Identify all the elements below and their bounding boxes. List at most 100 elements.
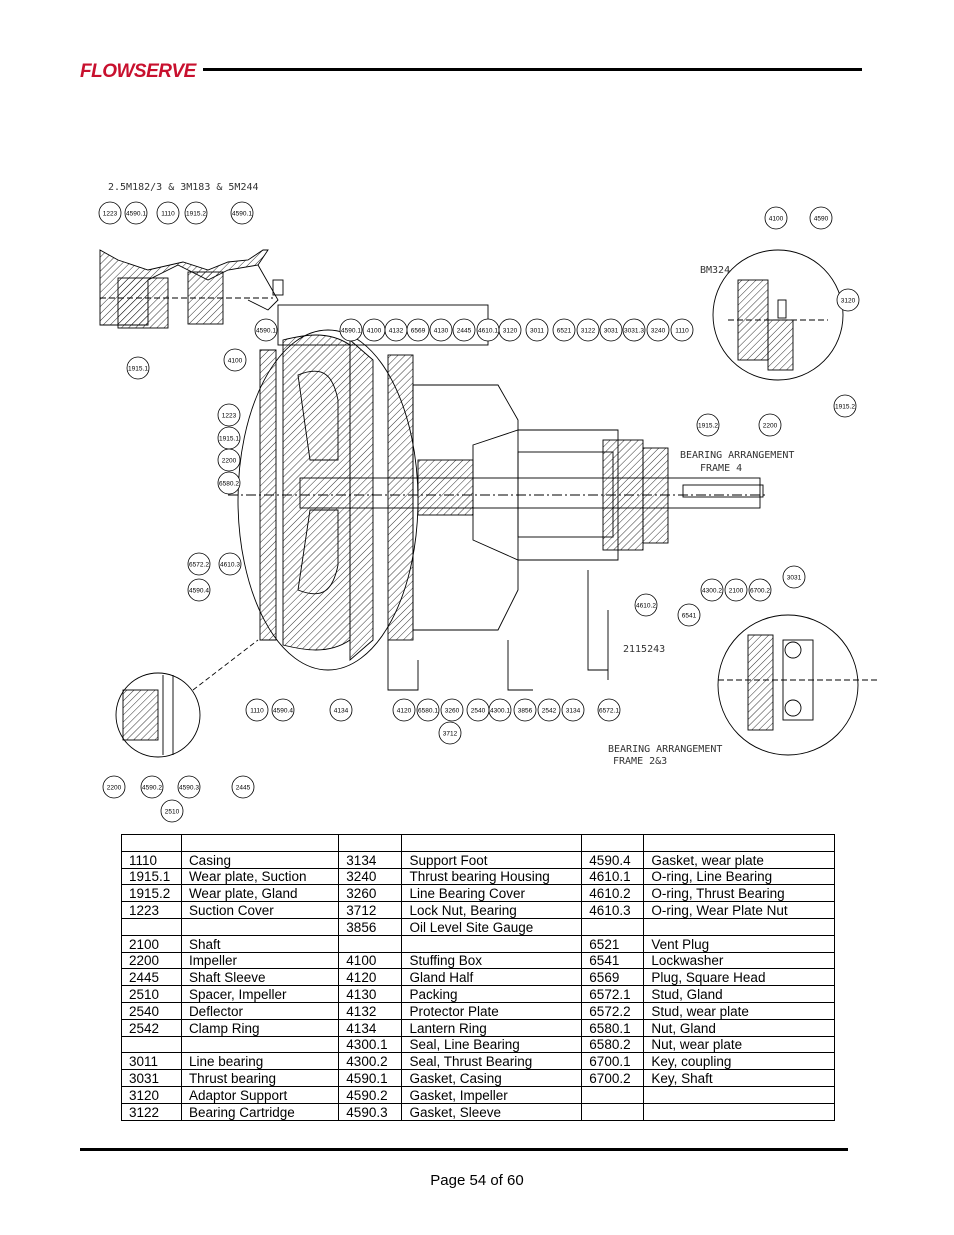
part-number-cell: 3134 [338,850,403,869]
part-number-cell: 3011 [121,1052,182,1071]
header-rule [203,68,862,71]
part-balloon: 4610.2 [634,593,658,617]
part-number-cell [338,834,403,852]
page-number: Page 54 of 60 [430,1172,524,1189]
part-description-cell: O-ring, Line Bearing [643,867,835,886]
part-balloon-label: 4300.2 [702,587,722,594]
part-number-cell: 4590.4 [581,850,645,869]
part-balloon: 6541 [677,603,701,627]
part-balloon: 6569 [406,318,430,342]
part-balloon-label: 2445 [236,784,251,791]
part-balloon: 4120 [392,698,416,722]
part-number-cell [581,834,645,852]
part-number-cell [581,1102,645,1121]
part-description-cell: Stud, Gland [643,985,835,1003]
part-balloon: 3260 [440,698,464,722]
part-number-cell: 1915.2 [121,884,182,903]
part-balloon-label: 3240 [651,327,666,334]
logo-text: FLOWSERVE [80,61,198,82]
part-balloon: 4590.1 [254,318,278,342]
part-balloon: 3240 [646,318,670,342]
part-description-cell: Lockwasher [643,951,835,970]
inset-bm324 [712,249,844,381]
part-balloon: 4300.2 [700,578,724,602]
part-balloon-label: 2542 [542,707,557,714]
part-number-cell: 2542 [121,1018,182,1037]
part-balloon-label: 3031.3 [624,327,644,334]
part-balloon-label: 6580.1 [418,707,438,714]
part-balloon-label: 6700.2 [750,587,770,594]
part-description-cell: Plug, Square Head [643,968,835,987]
part-balloon-label: 3120 [503,327,518,334]
part-balloon-label: 1110 [161,210,175,217]
part-description-cell: Gasket, wear plate [643,850,835,869]
part-balloon: 3011 [525,318,549,342]
inset-top-left [99,249,284,329]
part-description-cell: O-ring, Thrust Bearing [643,884,835,903]
part-balloon-label: 3120 [841,297,856,304]
footer-rule [80,1148,848,1151]
part-number-cell [581,1085,645,1104]
part-number-cell: 3856 [338,917,403,936]
part-balloon-label: 1915.2 [698,422,718,429]
part-description-cell: O-ring, Wear Plate Nut [643,901,835,919]
part-balloon: 2200 [102,775,126,799]
part-number-cell: 3122 [121,1102,182,1121]
part-balloon-label: 4590.1 [256,327,276,334]
part-number-cell: 2445 [121,968,182,987]
drawing-title: 2.5M182/3 & 3M183 & 5M244 [108,182,259,193]
part-balloon: 2200 [758,413,782,437]
part-balloon-label: 3011 [530,327,544,334]
part-balloon: 4590.3 [177,775,201,799]
part-balloon-label: 2510 [165,808,180,815]
part-balloon-label: 1915.1 [128,365,148,372]
part-number-cell: 4610.2 [581,884,645,903]
part-balloon-label: 4590.1 [232,210,252,217]
part-description-cell: Lantern Ring [401,1018,583,1037]
part-balloon-label: 4100 [769,215,784,222]
label-frame23-line2: FRAME 2&3 [613,756,667,767]
part-balloon-label: 3031 [604,327,619,334]
part-description-cell: Shaft Sleeve [180,968,340,987]
part-balloon: 4590 [809,206,833,230]
part-balloon-label: 4590.4 [189,587,209,594]
inset-bottom-left [115,639,259,758]
part-description-cell [401,834,583,852]
part-description-cell: Casing [180,850,340,869]
part-balloon-label: 4590.1 [126,210,146,217]
part-number-cell: 2540 [121,1001,182,1020]
part-number-cell: 6541 [581,951,645,970]
part-balloon-label: 6580.2 [219,480,239,487]
part-balloon-label: 1223 [222,412,237,419]
part-number-cell: 6580.1 [581,1018,645,1037]
part-balloon: 3031.3 [622,318,646,342]
part-description-cell: Stud, wear plate [643,1001,835,1020]
part-description-cell [180,1035,340,1054]
part-balloon-label: 4610.2 [636,602,656,609]
part-description-cell: Clamp Ring [180,1018,340,1037]
part-balloon: 3031 [782,565,806,589]
part-description-cell: Vent Plug [643,934,835,953]
part-number-cell: 4590.3 [338,1102,403,1121]
part-balloon: 4590.2 [140,775,164,799]
part-balloon-label: 3122 [581,327,596,334]
drawing-number: 2115243 [623,644,665,655]
part-balloon-label: 1915.1 [219,435,239,442]
part-balloon: 4590.1 [230,201,254,225]
part-number-cell: 3260 [338,884,403,903]
label-bm324: BM324 [700,265,730,276]
part-balloon: 1915.1 [126,356,150,380]
part-balloon: 4590.1 [124,201,148,225]
part-description-cell: Seal, Thrust Bearing [401,1052,583,1071]
part-balloon-label: 4590 [814,215,829,222]
part-balloon-label: 4590.3 [179,784,199,791]
part-description-cell: Shaft [180,934,340,953]
part-balloon: 3856 [513,698,537,722]
part-balloon-label: 1915.2 [835,403,855,410]
part-number-cell: 4120 [338,968,403,987]
